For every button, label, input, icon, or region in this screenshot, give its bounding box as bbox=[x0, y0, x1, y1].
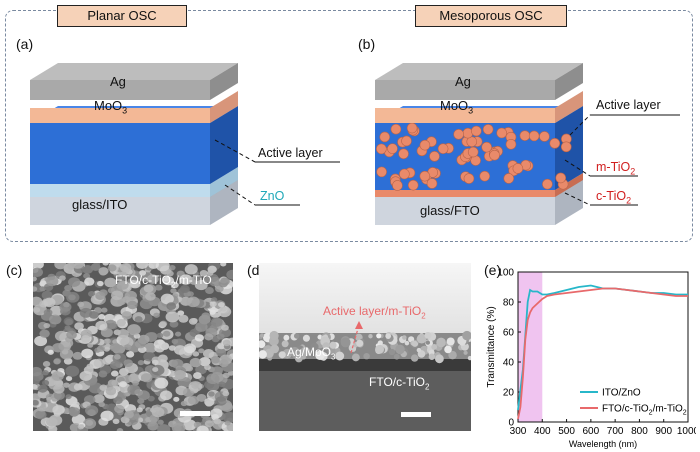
x-tick-label: 800 bbox=[631, 426, 648, 437]
meso-ctio2-label: c-TiO2 bbox=[596, 189, 632, 206]
meso-glass-label: glass/FTO bbox=[420, 203, 480, 218]
planar-zno-label: ZnO bbox=[260, 189, 285, 203]
x-tick-label: 300 bbox=[510, 426, 527, 437]
sem-d-layers bbox=[259, 330, 471, 431]
meso-ag-label: Ag bbox=[455, 74, 471, 89]
planar-active-pointer bbox=[214, 139, 256, 163]
sem-d-arrow bbox=[350, 321, 363, 354]
y-tick-label: 60 bbox=[503, 328, 515, 339]
y-axis-label: Transmittance (%) bbox=[486, 306, 497, 387]
panel-label-a: (a) bbox=[16, 36, 34, 52]
chart-frame bbox=[517, 271, 689, 423]
meso-ctio2-side bbox=[555, 173, 583, 197]
meso-title: Mesoporous OSC bbox=[415, 5, 567, 27]
planar-ag-label: Ag bbox=[110, 74, 126, 89]
planar-ag-side bbox=[210, 63, 238, 100]
sem-c-texture bbox=[33, 263, 233, 431]
x-tick-label: 600 bbox=[583, 426, 600, 437]
planar-ag-front bbox=[30, 80, 210, 100]
panel-label-e: (e) bbox=[484, 262, 502, 278]
y-tick-label: 40 bbox=[503, 358, 515, 369]
legend-label-1: ITO/ZnO bbox=[602, 388, 641, 399]
meso-mtio2-pointer bbox=[564, 159, 591, 177]
planar-zno-side bbox=[210, 167, 238, 197]
panel-label-b: (b) bbox=[358, 36, 376, 52]
x-tick-label: 400 bbox=[534, 426, 551, 437]
meso-mtio2-label: m-TiO2 bbox=[596, 160, 636, 177]
meso-moo3-front bbox=[375, 108, 555, 123]
sem-d-fto-label: FTO/c-TiO2 bbox=[369, 375, 430, 392]
planar-device-diagram bbox=[29, 63, 680, 225]
meso-active-pointer bbox=[569, 114, 591, 136]
meso-active-label: Active layer bbox=[596, 98, 661, 112]
sem-d-scalebar bbox=[401, 412, 431, 417]
y-tick-label: 100 bbox=[497, 268, 514, 279]
sem-d-background-top bbox=[259, 263, 471, 333]
panel-label-c: (c) bbox=[6, 262, 23, 278]
meso-moo3-label: MoO3 bbox=[440, 98, 474, 116]
meso-ag-top bbox=[375, 63, 583, 80]
meso-ag-front bbox=[375, 80, 555, 100]
sem-c-label: FTO/c-TiO2/m-TiO bbox=[115, 273, 212, 290]
meso-ag-side bbox=[555, 63, 583, 100]
meso-ctio2-front bbox=[375, 190, 555, 197]
planar-zno-front bbox=[30, 184, 210, 197]
planar-active-label: Active layer bbox=[258, 146, 323, 160]
planar-zno-pointer bbox=[224, 184, 256, 206]
sem-d-agmoo3-label: Ag/MoO3 bbox=[287, 345, 336, 362]
legend-label-2: FTO/c-TiO2/m-TiO2 bbox=[602, 404, 687, 417]
y-tick-label: 0 bbox=[508, 418, 514, 429]
sem-image-c: FTO/c-TiO2/m-TiO bbox=[33, 263, 233, 431]
sem-d-active-label: Active layer/m-TiO2 bbox=[323, 304, 426, 321]
planar-moo3-side bbox=[210, 91, 238, 123]
sem-c-scalebar bbox=[180, 411, 210, 416]
sem-image-d: Active layer/m-TiO2 Ag/MoO3 FTO/c-TiO2 bbox=[259, 263, 471, 431]
x-tick-label: 500 bbox=[558, 426, 575, 437]
x-axis-label: Wavelength (nm) bbox=[569, 439, 637, 449]
meso-glass-front bbox=[375, 197, 555, 225]
transmittance-chart: 0 20 40 60 80 100 300 400 500 600 700 800 900 1000Wav… bbox=[486, 268, 696, 450]
planar-glass-label: glass/ITO bbox=[72, 197, 128, 212]
top-frame bbox=[5, 10, 693, 242]
x-tick-label: 1000 bbox=[677, 426, 696, 437]
planar-moo3-front bbox=[30, 108, 210, 123]
x-tick-label: 900 bbox=[655, 426, 672, 437]
planar-glass-side bbox=[210, 180, 238, 225]
meso-tio2-particles bbox=[376, 122, 572, 191]
planar-ag-top bbox=[30, 63, 238, 80]
planar-glass-front bbox=[30, 197, 210, 225]
y-tick-label: 20 bbox=[503, 388, 515, 399]
meso-ctio2-pointer bbox=[564, 192, 591, 206]
planar-active-front bbox=[30, 123, 210, 184]
planar-moo3-label: MoO3 bbox=[94, 98, 128, 116]
meso-moo3-side bbox=[555, 91, 583, 123]
y-tick-label: 80 bbox=[503, 298, 515, 309]
meso-glass-side bbox=[555, 180, 583, 225]
series-line-2 bbox=[517, 287, 688, 420]
x-tick-label: 700 bbox=[607, 426, 624, 437]
planar-title: Planar OSC bbox=[57, 5, 187, 27]
